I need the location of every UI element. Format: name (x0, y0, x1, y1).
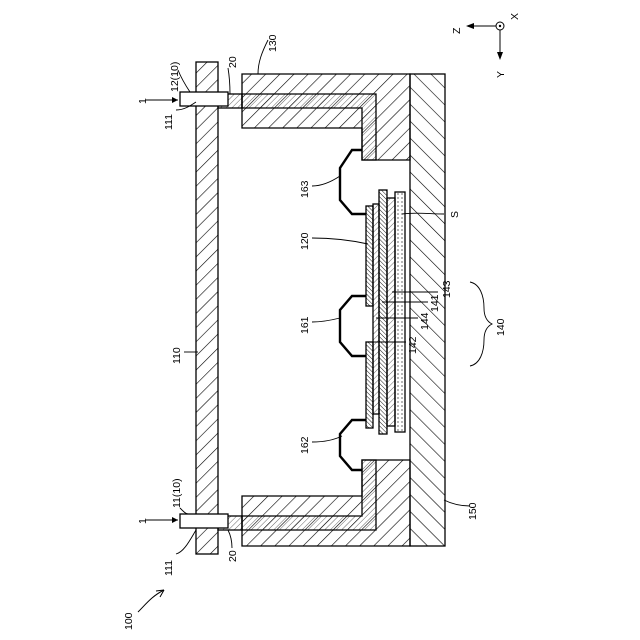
axis-label-x: X (509, 13, 521, 20)
label-spacer-11: 11(10) (171, 478, 183, 508)
label-wire-161: 161 (299, 316, 311, 334)
label-chip: 120 (299, 232, 311, 250)
axis-label-z: Z (451, 27, 463, 34)
label-stack: 140 (495, 318, 507, 336)
cover-plate-110 (196, 62, 218, 554)
layer-143 (387, 198, 395, 426)
label-spacer-12: 12(10) (169, 62, 181, 92)
label-device: 100 (123, 612, 135, 630)
label-adhesive-top: 20 (227, 56, 239, 68)
label-substrate: S (449, 211, 461, 218)
label-base: 150 (467, 502, 479, 520)
label-pad-111-bottom: 111 (163, 560, 175, 576)
label-marker-top: 1 (137, 98, 149, 104)
axis-label-y: Y (495, 71, 507, 78)
wire-161 (340, 296, 366, 356)
spacer-11 (180, 514, 228, 528)
chip-120 (366, 206, 373, 306)
layer-144 (373, 204, 379, 414)
arrowhead-1-top (172, 97, 178, 103)
arrowhead-1-bottom (172, 517, 178, 523)
leader-111-bottom (176, 530, 196, 554)
leader-163 (312, 176, 340, 186)
layer-142 (366, 342, 373, 428)
frame-130 (242, 74, 410, 160)
arrow-100 (138, 590, 164, 612)
leader-162 (312, 436, 342, 442)
leader-20-bottom (228, 530, 232, 548)
label-wire-162: 162 (299, 436, 311, 454)
axis-triad (466, 22, 504, 60)
substrate-S (395, 192, 405, 432)
label-adhesive-bottom: 20 (227, 550, 239, 562)
spacer-12 (180, 92, 228, 106)
bracket-140 (470, 282, 492, 366)
label-cover-plate: 110 (171, 347, 183, 364)
label-layer-143: 143 (441, 280, 453, 298)
layer-141 (379, 190, 387, 434)
label-layer-144: 144 (419, 312, 431, 330)
frame-130-lower (242, 460, 410, 546)
leader-161 (312, 318, 340, 322)
leader-120 (312, 238, 368, 244)
label-layer-141: 141 (429, 294, 441, 312)
label-layer-142: 142 (407, 336, 419, 354)
leader-20-top (228, 68, 230, 94)
label-marker-bottom: 1 (137, 518, 149, 524)
label-frame: 130 (267, 34, 279, 52)
label-pad-111-top: 111 (163, 114, 175, 130)
label-wire-163: 163 (299, 180, 311, 198)
